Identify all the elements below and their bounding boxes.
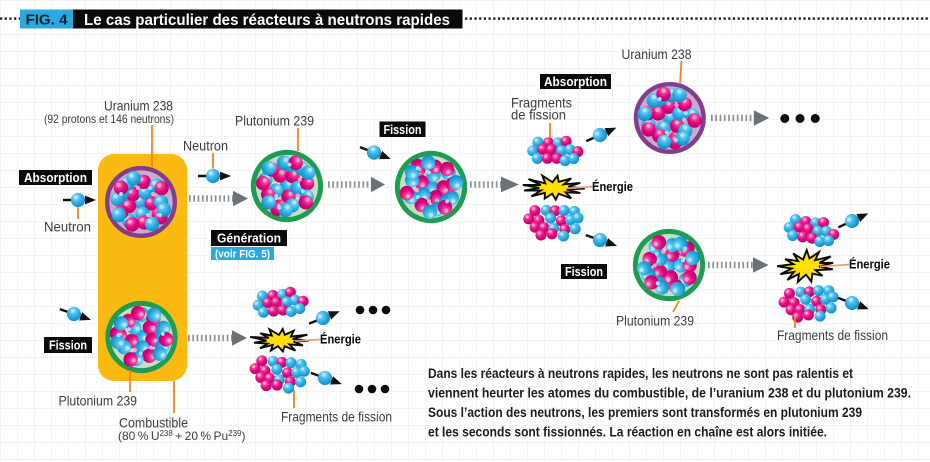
- svg-text:Combustible: Combustible: [119, 415, 188, 431]
- svg-text:Sous l’action des neutrons, le: Sous l’action des neutrons, les premiers…: [428, 404, 862, 420]
- svg-text:Neutron: Neutron: [44, 219, 91, 235]
- svg-text:Plutonium 239: Plutonium 239: [59, 393, 138, 409]
- svg-text:Fragments: Fragments: [511, 95, 572, 111]
- svg-text:Fragments de fission: Fragments de fission: [777, 327, 888, 343]
- svg-text:Plutonium 239: Plutonium 239: [616, 313, 694, 329]
- svg-text:Énergie: Énergie: [320, 332, 361, 347]
- svg-text:et les seconds sont fissionnés: et les seconds sont fissionnés. La réact…: [428, 424, 827, 440]
- svg-text:viennent heurter les atomes du: viennent heurter les atomes du combustib…: [428, 385, 911, 401]
- svg-text:Uranium 238: Uranium 238: [104, 98, 173, 114]
- svg-text:Uranium 238: Uranium 238: [622, 46, 692, 62]
- svg-text:Fission: Fission: [384, 123, 422, 137]
- svg-text:Fragments de fission: Fragments de fission: [281, 409, 392, 425]
- svg-text:de fission: de fission: [511, 107, 566, 123]
- svg-text:Dans les réacteurs à neutrons: Dans les réacteurs à neutrons rapides, l…: [428, 365, 853, 381]
- svg-text:Fission: Fission: [565, 265, 603, 279]
- svg-text:Fission: Fission: [49, 339, 87, 353]
- svg-text:(92 protons et 146 neutrons): (92 protons et 146 neutrons): [44, 112, 174, 126]
- svg-text:Le cas particulier des réacteu: Le cas particulier des réacteurs à neutr…: [84, 12, 450, 29]
- svg-text:Génération: Génération: [217, 231, 281, 246]
- svg-text:(voir FIG. 5): (voir FIG. 5): [215, 249, 270, 261]
- svg-text:Absorption: Absorption: [544, 75, 607, 89]
- svg-text:Neutron: Neutron: [183, 138, 228, 154]
- svg-text:FIG. 4: FIG. 4: [26, 12, 68, 28]
- svg-text:Énergie: Énergie: [849, 257, 890, 272]
- svg-text:Absorption: Absorption: [24, 171, 87, 185]
- svg-text:(80 % U238 + 20 % Pu239): (80 % U238 + 20 % Pu239): [118, 429, 246, 443]
- svg-text:Énergie: Énergie: [592, 179, 633, 194]
- svg-text:Plutonium 239: Plutonium 239: [235, 113, 314, 129]
